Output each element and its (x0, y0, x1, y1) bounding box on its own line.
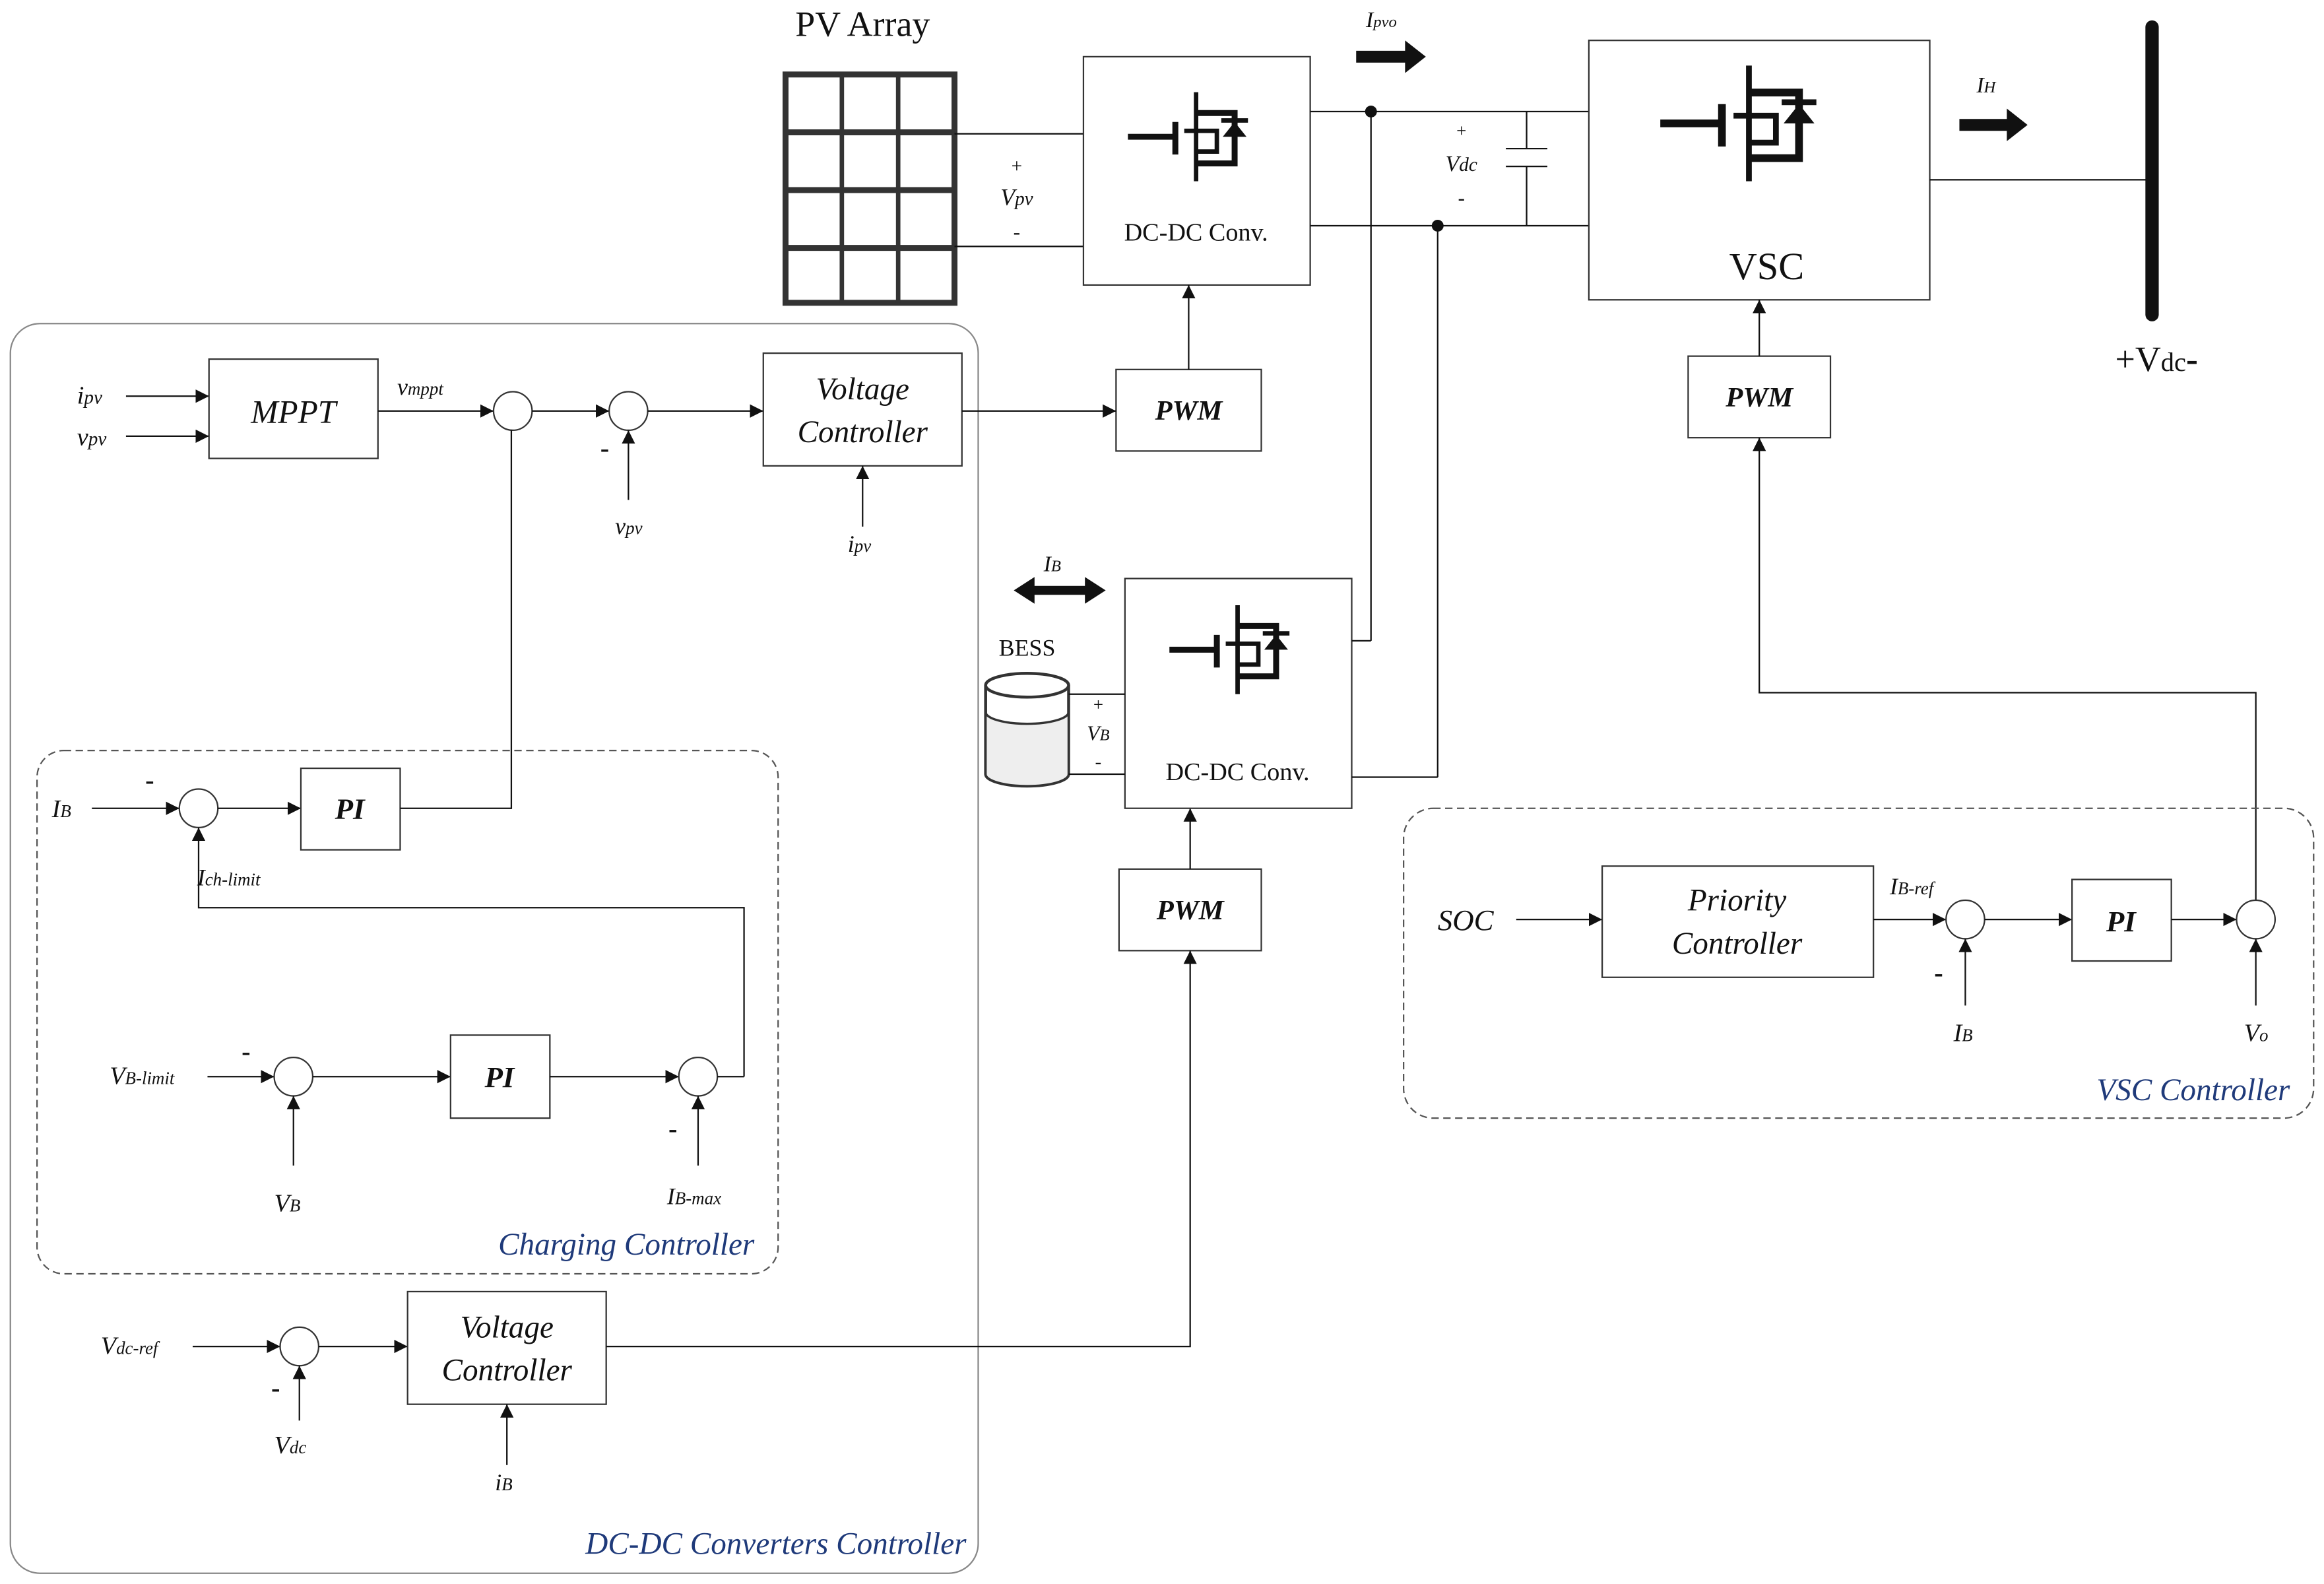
svg-text:PI: PI (2106, 905, 2137, 938)
svg-text:MPPT: MPPT (250, 394, 339, 430)
summing-junction (2236, 899, 2276, 940)
voltage-controller-dc[interactable] (406, 1290, 607, 1405)
voltage-controller-pv[interactable] (762, 352, 963, 467)
vdc-feedback-label: Vdc (274, 1432, 307, 1459)
vsc-controller-group (1403, 807, 2315, 1119)
vb-label: VB (1087, 721, 1109, 744)
bidirectional-arrow-icon (1014, 577, 1106, 604)
pv-array (782, 71, 958, 306)
svg-text:SOC: SOC (1438, 904, 1495, 937)
svg-text:DC-DC Converters Controller: DC-DC Converters Controller (585, 1527, 967, 1562)
vb-feedback-label: VB (274, 1190, 301, 1218)
vblimit-label: VB-limit (110, 1062, 176, 1090)
ib-bidir-label: IB (1043, 552, 1061, 576)
svg-text:Voltage: Voltage (816, 372, 909, 407)
current-arrow-icon (1959, 108, 2028, 141)
summing-junction (492, 391, 533, 432)
ib-label: IB (51, 795, 71, 823)
charging-controller-group (36, 749, 779, 1275)
priority-controller-block[interactable] (1601, 865, 1875, 978)
svg-text:BESS: BESS (999, 634, 1056, 661)
svg-text:PI: PI (335, 792, 366, 825)
svg-text:PWM: PWM (1725, 382, 1794, 413)
ibmax-label: IB-max (666, 1183, 721, 1209)
vdc-label: Vdc (1446, 152, 1477, 176)
pi-block-vsc[interactable] (2071, 878, 2172, 962)
svg-text:Controller: Controller (1672, 927, 1803, 961)
dcdc-controller-group (9, 323, 979, 1574)
svg-text:Controller: Controller (442, 1354, 573, 1388)
ib-feedback-label: iB (495, 1469, 512, 1496)
svg-text:PI: PI (484, 1061, 515, 1094)
vmppt-label: vmppt (397, 374, 444, 400)
svg-text:-: - (242, 1037, 250, 1067)
pwm-block-vsc[interactable] (1687, 355, 1832, 439)
svg-text:-: - (271, 1373, 280, 1402)
vo-label: Vo (2244, 1019, 2269, 1047)
summing-junction (608, 391, 649, 432)
svg-text:-: - (1095, 752, 1102, 773)
ipv-input-label: ipv (77, 382, 102, 410)
vpv-label: Vpv (1000, 184, 1033, 211)
svg-text:-: - (600, 433, 609, 463)
ipvo-label: Ipvo (1365, 8, 1397, 32)
summing-junction (178, 788, 219, 829)
svg-text:DC-DC Conv.: DC-DC Conv. (1124, 218, 1268, 246)
vsc-block[interactable] (1588, 40, 1931, 301)
svg-text:+: + (1012, 156, 1022, 177)
pv-array-label: PV Array (795, 4, 930, 44)
svg-text:VSC Controller: VSC Controller (2096, 1073, 2290, 1107)
current-arrow-icon (1356, 40, 1426, 73)
svg-text:-: - (145, 766, 154, 795)
summing-junction (273, 1056, 314, 1097)
ih-label: IH (1976, 73, 1996, 98)
svg-text:PWM: PWM (1156, 895, 1225, 926)
svg-text:+: + (1456, 121, 1466, 141)
svg-text:VSC: VSC (1729, 245, 1805, 288)
bus-label: +Vdc- (2115, 339, 2197, 379)
vpv-feedback-label: vpv (615, 513, 642, 539)
pi-block-vb[interactable] (449, 1034, 551, 1119)
svg-text:-: - (668, 1113, 677, 1143)
ipv-feedback-label: ipv (848, 531, 871, 557)
svg-text:-: - (1458, 187, 1464, 210)
svg-text:Controller: Controller (798, 415, 928, 449)
mppt-block[interactable] (208, 358, 379, 459)
ib-vsc-label: IB (1953, 1019, 1972, 1047)
svg-text:Priority: Priority (1687, 884, 1786, 918)
svg-text:Charging Controller: Charging Controller (498, 1228, 755, 1262)
vdc-ref-label: Vdc-ref (101, 1332, 160, 1360)
summing-junction (678, 1056, 719, 1097)
ich-limit-label: Ich-limit (197, 865, 261, 891)
bess-battery-icon (984, 672, 1070, 788)
ibref-label: IB-ref (1889, 873, 1936, 900)
vpv-input-label: vpv (77, 423, 107, 451)
svg-text:DC-DC Conv.: DC-DC Conv. (1166, 758, 1310, 786)
svg-text:-: - (1014, 220, 1020, 244)
pi-block-charging[interactable] (300, 767, 401, 851)
svg-text:-: - (1934, 958, 1943, 988)
svg-text:PWM: PWM (1154, 395, 1223, 426)
summing-junction (1945, 899, 1985, 940)
svg-text:+: + (1093, 694, 1103, 714)
summing-junction (279, 1326, 320, 1367)
svg-text:Voltage: Voltage (460, 1311, 553, 1345)
